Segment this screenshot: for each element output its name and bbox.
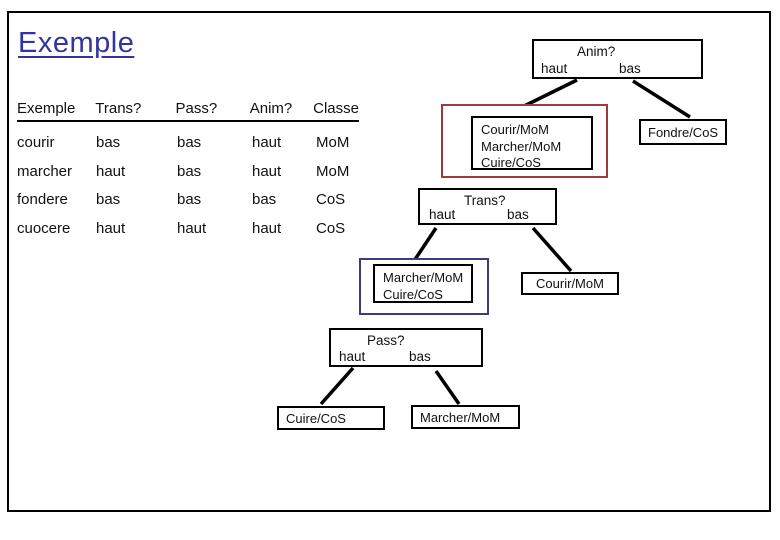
leaf-trans-haut-group: Marcher/MoM Cuire/CoS	[373, 264, 473, 303]
table-cell: haut	[252, 163, 282, 180]
table-cell: MoM	[316, 163, 350, 180]
table-cell: bas	[252, 191, 277, 208]
tree-node-anim: Anim? haut bas	[532, 39, 703, 79]
leaf-line: Cuire/CoS	[383, 286, 443, 302]
tree-node-pass: Pass? haut bas	[329, 328, 483, 367]
branch-label-bas: bas	[507, 207, 529, 222]
column-header: Pass?	[175, 100, 218, 117]
slide: Exemple Exemple Trans? Pass? Anim? Class…	[7, 11, 771, 512]
leaf-line: Marcher/MoM	[481, 138, 562, 154]
table-cell: haut	[177, 220, 207, 237]
leaf-courir: Courir/MoM	[521, 272, 619, 295]
leaf-cuire: Cuire/CoS	[277, 406, 385, 430]
branch-label-haut: haut	[541, 61, 568, 76]
table-cell: bas	[177, 163, 202, 180]
page-title: Exemple	[18, 27, 135, 59]
leaf-marcher: Marcher/MoM	[411, 405, 520, 429]
table-row: courir bas bas haut MoM	[17, 133, 362, 153]
table-cell: haut	[96, 220, 126, 237]
table-row: fondere bas bas bas CoS	[17, 190, 362, 210]
node-question-label: Trans?	[464, 193, 506, 208]
table-cell: bas	[96, 134, 121, 151]
table-header-row: Exemple Trans? Pass? Anim? Classe	[17, 99, 359, 122]
branch-label-haut: haut	[339, 349, 366, 364]
branch-label-haut: haut	[429, 207, 456, 222]
table-cell: haut	[252, 220, 282, 237]
table-cell: CoS	[316, 220, 346, 237]
column-header: Anim?	[249, 100, 293, 117]
table-cell: MoM	[316, 134, 350, 151]
leaf-line: Cuire/CoS	[481, 155, 541, 170]
table-cell: bas	[96, 191, 121, 208]
table-cell: bas	[177, 191, 202, 208]
column-header: Trans?	[95, 100, 142, 117]
table-cell: fondere	[17, 191, 68, 208]
table-row: marcher haut bas haut MoM	[17, 162, 362, 182]
leaf-line: Courir/MoM	[481, 122, 549, 137]
node-question-label: Anim?	[577, 44, 616, 59]
column-header: Classe	[313, 100, 359, 117]
node-question-label: Pass?	[367, 333, 405, 348]
table-cell: CoS	[316, 191, 346, 208]
table-cell: haut	[96, 163, 126, 180]
table-row: cuocere haut haut haut CoS	[17, 219, 362, 239]
table-cell: bas	[177, 134, 202, 151]
branch-label-bas: bas	[409, 349, 431, 364]
leaf-line: Marcher/MoM	[383, 270, 464, 285]
column-header: Exemple	[17, 100, 76, 117]
table-cell: haut	[252, 134, 282, 151]
table-cell: marcher	[17, 163, 73, 180]
table-cell: courir	[17, 134, 55, 151]
table-cell: cuocere	[17, 220, 71, 237]
branch-label-bas: bas	[619, 61, 641, 76]
tree-node-trans: Trans? haut bas	[418, 188, 557, 225]
leaf-fondre: Fondre/CoS	[639, 119, 727, 145]
leaf-anim-haut-group: Courir/MoM Marcher/MoM Cuire/CoS	[471, 116, 593, 170]
